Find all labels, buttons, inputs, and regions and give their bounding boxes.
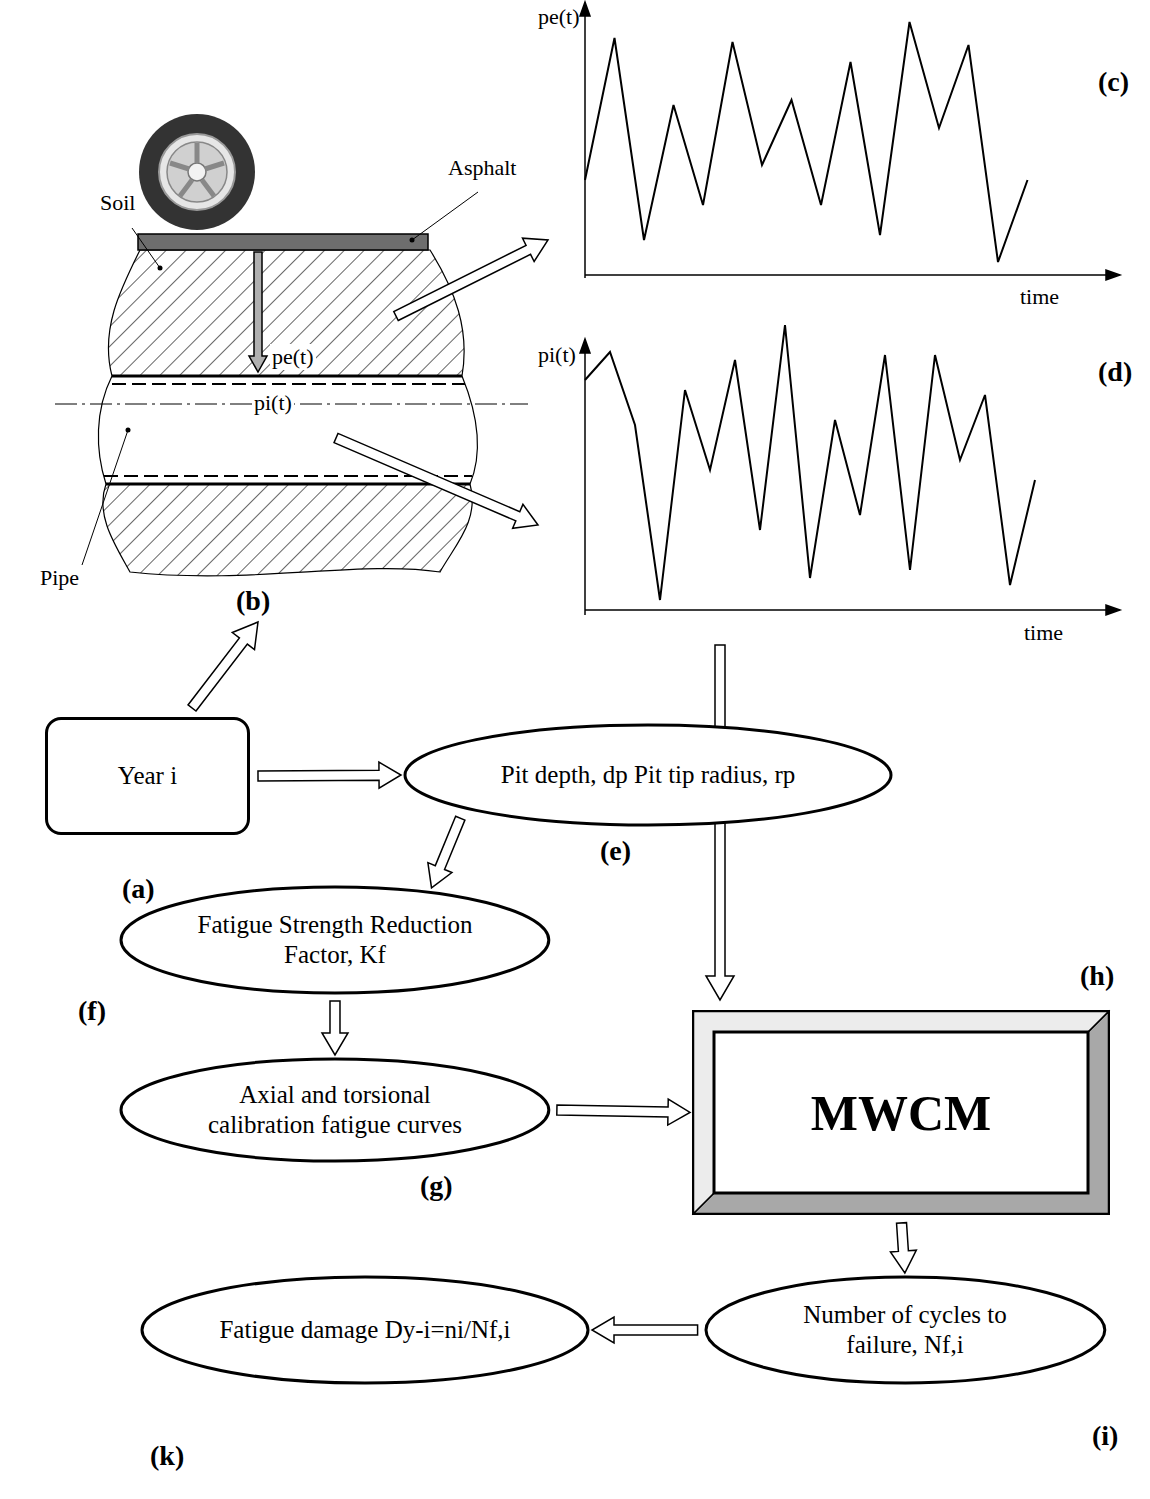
hollow-arrow [394,238,548,320]
part-label: time [1024,620,1063,646]
process-ellipse: Pit depth, dp Pit tip radius, rp [403,723,893,827]
node-outline [119,885,551,995]
hollow-arrow [334,433,538,528]
pipe-cut-right [462,376,478,484]
soil-lower [103,484,472,576]
panel-letter: (i) [1092,1420,1118,1452]
panel-letter: (b) [236,585,270,617]
flow-arrow [890,1223,916,1273]
flow-arrow [428,816,465,888]
chart-axes [580,2,1120,615]
leader-dot [126,428,131,433]
wheel [139,114,255,230]
process-ellipse: Axial and torsional calibration fatigue … [119,1057,551,1163]
node-outline [704,1275,1107,1385]
process-ellipse: Fatigue damage Dy-i=ni/Nf,i [140,1275,590,1385]
node-outline [119,1057,551,1163]
panel-letter: (a) [122,873,155,905]
flow-arrow [557,1099,690,1125]
input-box: Year i [45,717,250,835]
leader-line [132,228,160,268]
panel-letter: (f) [78,995,106,1027]
part-label: pe(t) [270,344,316,370]
part-label: Soil [100,190,135,216]
part-label: pe(t) [538,4,580,30]
panel-letter: (c) [1098,66,1129,98]
leader-line [82,430,128,565]
flow-arrow [592,1317,698,1343]
flow-arrow [322,1001,348,1055]
leader-dot [158,266,163,271]
model-box: MWCM [692,1010,1110,1215]
pipe-wall-inner [112,383,465,385]
process-ellipse: Fatigue Strength Reduction Factor, Kf [119,885,551,995]
pressure-signal [585,22,1028,262]
node-label: Pit depth, dp Pit tip radius, rp [501,760,795,790]
part-label: Asphalt [448,155,516,181]
hollow-arrow [188,622,258,711]
part-label: pi(t) [538,342,576,368]
pipe-cut-left [98,376,112,484]
leader-dot [410,238,415,243]
pipe-wall [106,483,470,486]
node-label: Number of cycles to failure, Nf,i [773,1300,1037,1360]
leader-line [412,192,478,240]
hollow-arrow [249,252,267,372]
panel-letter: (e) [600,835,631,867]
flow-arrow [258,762,401,788]
pressure-signal [585,325,1035,600]
node-label: Fatigue Strength Reduction Factor, Kf [193,910,477,970]
node-label: Axial and torsional calibration fatigue … [193,1080,477,1140]
part-label: pi(t) [252,390,294,416]
part-label: Pipe [40,565,79,591]
part-label: time [1020,284,1059,310]
process-ellipse: Number of cycles to failure, Nf,i [704,1275,1107,1385]
pipe-wall [112,375,462,378]
node-label: Fatigue damage Dy-i=ni/Nf,i [219,1315,510,1345]
panel-letter: (h) [1080,960,1114,992]
node-label: Year i [118,761,177,791]
node-label: MWCM [811,1083,992,1143]
panel-letter: (k) [150,1440,184,1472]
panel-letter: (d) [1098,356,1132,388]
asphalt-layer [138,234,428,250]
panel-letter: (g) [420,1170,453,1202]
